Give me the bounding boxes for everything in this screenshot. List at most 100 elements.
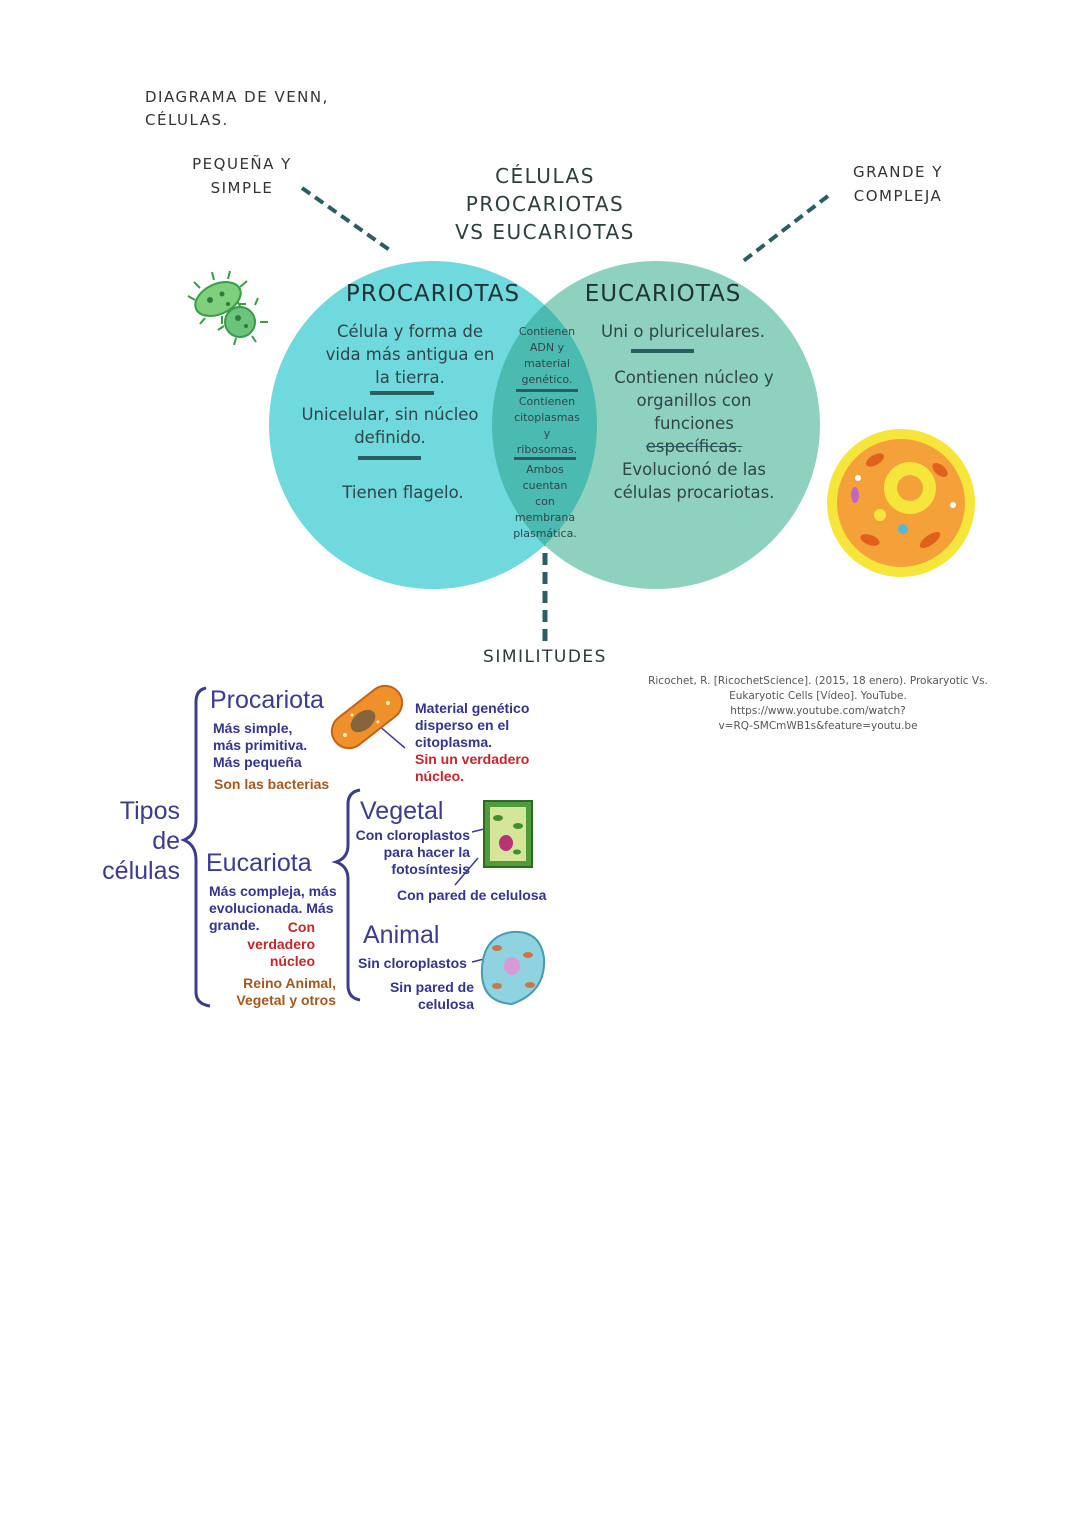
prokaryote-item: Célula y forma de vida más antigua en la… [318,320,502,389]
item-line: ribosomas. [516,443,578,456]
prokaryote-heading: PROCARIOTAS [345,281,521,307]
right-note: GRANDE Y COMPLEJA [842,160,954,208]
similarity-item: Ambos cuentan con membrana plasmática. [510,462,580,542]
item-line: Contienen núcleo y [614,368,774,387]
animal-wall: Sin pared de celulosa [380,979,474,1013]
item-line: plasmática. [513,527,577,540]
prokaryote-item: Tienen flagelo. [342,483,464,502]
animal-cell-image [480,930,546,1006]
item-line: citoplasmas [514,411,580,424]
note-line: núcleo. [415,768,465,784]
desc-line: Más pequeña [213,754,302,770]
main-brace [180,686,211,1008]
left-connector-line [300,186,393,253]
vegetal-wall: Con pared de celulosa [397,887,547,903]
procariota-description: Más simple, más primitiva. Más pequeña [213,720,307,771]
procariota-example: Son las bacterias [214,776,330,792]
eukaryote-brace [331,788,361,1002]
note-line: citoplasma. [415,734,493,750]
cell-types-braces [180,684,546,1008]
similarity-item: Contienen citoplasmas y ribosomas. [510,394,584,458]
item-line: ADN y [529,341,565,354]
item-line: organillos con [636,391,752,410]
item-line: material [524,357,570,370]
venn-title-line: VS EUCARIOTAS [455,220,635,244]
item-line: con [535,495,555,508]
cell-types-root: Tipos de células [96,796,180,886]
item-line: vida más antigua en [325,345,495,364]
venn-title-line: PROCARIOTAS [465,192,625,216]
desc-line: evolucionada. Más [209,900,334,916]
note-line: Sin un verdadero [415,751,530,767]
desc-line: Con cloroplastos [355,827,470,843]
item-line: y [543,427,551,440]
item-line: cuentan [522,479,568,492]
divider [631,349,694,353]
left-note: PEQUEÑA Y SIMPLE [186,152,298,200]
citation-line: Eukaryotic Cells [Vídeo]. YouTube. https… [729,690,907,717]
animal-cell-icon [827,429,975,577]
document-title: DIAGRAMA DE VENN, CÉLULAS. [145,86,385,132]
eucariota-example: Reino Animal, Vegetal y otros [226,975,336,1009]
bacterium-image [330,684,404,750]
red-line: Con [287,919,315,935]
desc-line: Más compleja, más [209,883,337,899]
item-line: Evolucionó de las [621,460,767,479]
vegetal-description: Con cloroplastos para hacer la fotosínte… [352,827,470,878]
venn-title-line: CÉLULAS [495,164,595,188]
root-line: de [152,827,180,855]
item-line: Ambos [526,463,564,476]
item-line: Célula y forma de [336,322,484,341]
divider [358,456,421,460]
desc-line: Más simple, [213,720,293,736]
example-line: Reino Animal, [243,975,336,991]
animal-title: Animal [363,921,440,949]
item-line: membrana [514,511,576,524]
red-line: verdadero [247,936,315,952]
item-line: genético. [521,373,573,386]
document-title-line: DIAGRAMA DE VENN, [145,88,329,106]
citation-line: Ricochet, R. [RicochetScience]. (2015, 1… [648,675,988,687]
right-connector-line [740,194,830,264]
eukaryote-item: Uni o pluricelulares. [601,322,765,341]
eukaryote-item: Contienen núcleo y organillos con funcio… [604,366,784,504]
vegetal-title: Vegetal [360,797,444,825]
document-title-line: CÉLULAS. [145,111,229,129]
item-line: células procariotas. [613,483,775,502]
similarities-label: SIMILITUDES [483,647,607,667]
root-line: Tipos [119,797,180,825]
eucariota-title: Eucariota [206,849,312,877]
citation-line: v=RQ-SMCmWB1s&feature=youtu.be [718,720,918,732]
venn-diagram [187,186,975,645]
overlap-region [492,261,597,589]
item-line: Contienen [518,325,576,338]
item-line: Contienen [518,395,576,408]
procariota-note: Material genético disperso en el citopla… [415,700,529,785]
plant-cell-image [483,800,533,868]
root-line: células [102,857,180,885]
venn-title: CÉLULAS PROCARIOTAS VS EUCARIOTAS [445,162,645,246]
eucariota-nucleus: Con verdadero núcleo [240,919,315,970]
right-note-line: COMPLEJA [853,187,943,205]
left-note-line: PEQUEÑA Y [192,155,292,173]
eucariota-description: Más compleja, más evolucionada. Más gran… [209,883,349,934]
divider [514,457,576,460]
example-line: Vegetal y otros [236,992,336,1008]
item-line: Unicelular, sin núcleo [301,405,479,424]
desc-line: celulosa [417,996,474,1012]
left-note-line: SIMPLE [210,179,274,197]
divider [370,391,434,395]
animal-chloroplasts: Sin cloroplastos [358,955,467,971]
right-note-line: GRANDE Y [853,163,943,181]
citation: Ricochet, R. [RicochetScience]. (2015, 1… [648,674,988,734]
note-line: Material genético [415,700,530,716]
item-line: definido. [354,428,426,447]
desc-line: más primitiva. [213,737,308,753]
desc-line: grande. [209,917,260,933]
bacteria-icon [187,270,268,346]
divider [516,389,578,392]
note-line: disperso en el [415,717,510,733]
desc-line: para hacer la [383,844,470,860]
red-line: núcleo [269,953,315,969]
desc-line: fotosíntesis [391,861,470,877]
